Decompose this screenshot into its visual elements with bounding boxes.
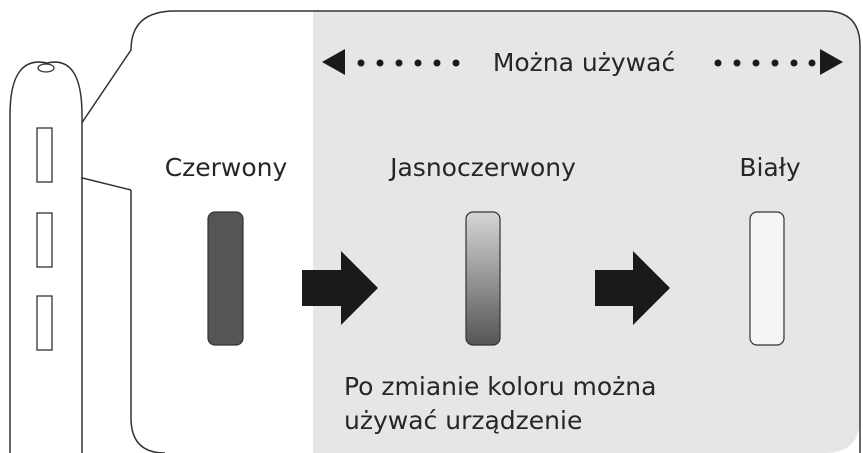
device-side-view — [9, 61, 83, 453]
device-indicator-window-1 — [36, 127, 53, 183]
transition-arrow-1 — [302, 251, 378, 325]
range-dot — [752, 59, 760, 67]
stage-label-light-red: Jasnoczerwony — [390, 153, 576, 182]
range-right-dots — [714, 59, 816, 67]
range-right-arrowhead — [820, 49, 843, 75]
range-dot — [452, 59, 460, 67]
range-dot — [376, 59, 384, 67]
range-dot — [790, 59, 798, 67]
usage-note-line-2: używać urządzenie — [344, 406, 583, 435]
usable-range-label: Można używać — [492, 48, 676, 77]
stage-label-red: Czerwony — [164, 153, 288, 182]
range-left-arrowhead — [322, 49, 345, 75]
range-dot — [733, 59, 741, 67]
range-dot — [714, 59, 722, 67]
usable-range-indicator — [322, 49, 843, 75]
device-indicator-window-2 — [36, 212, 53, 268]
range-dot — [357, 59, 365, 67]
device-indicator-window-3 — [36, 295, 53, 351]
usage-note-line-1: Po zmianie koloru można — [344, 372, 657, 401]
transition-arrow-2 — [595, 251, 670, 325]
stage-label-white: Biały — [739, 153, 801, 182]
range-dot — [395, 59, 403, 67]
red-swatch — [207, 211, 244, 346]
range-dot — [433, 59, 441, 67]
range-dot — [771, 59, 779, 67]
range-left-dots — [357, 59, 460, 67]
range-dot — [808, 59, 816, 67]
light-red-swatch — [465, 211, 501, 346]
range-dot — [414, 59, 422, 67]
device-top-cap — [37, 63, 55, 73]
usage-note: Po zmianie koloru można używać urządzeni… — [344, 370, 656, 438]
white-swatch — [749, 211, 785, 346]
